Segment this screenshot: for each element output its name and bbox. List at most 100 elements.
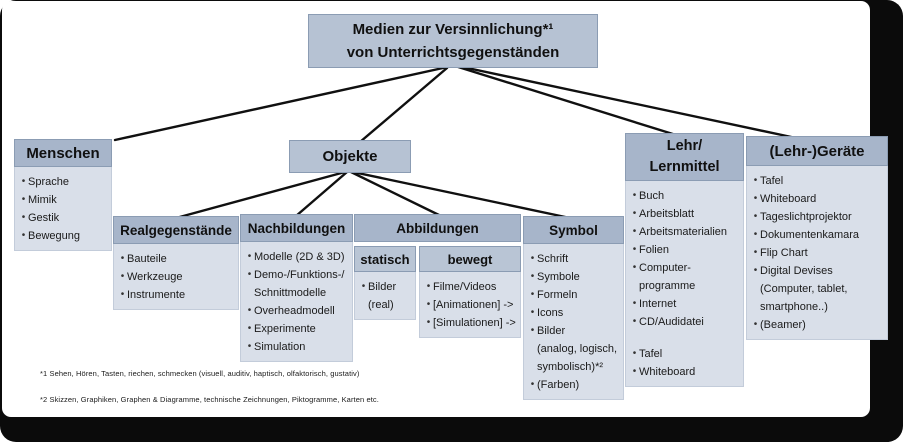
bullet-icon: •: [247, 341, 252, 352]
item-label: Symbole: [537, 271, 580, 283]
bullet-icon: •: [753, 265, 758, 276]
item-label: [Simulationen] ->: [433, 317, 516, 329]
list-item: •Tafel: [630, 345, 741, 363]
node-lehr-geraete: (Lehr-)Geräte •Tafel•Whiteboard•Tageslic…: [746, 136, 888, 340]
list-item: •Simulation: [245, 338, 350, 356]
list-item: •Modelle (2D & 3D): [245, 248, 350, 266]
item-label: Modelle (2D & 3D): [254, 251, 345, 263]
item-label: Overheadmodell: [254, 305, 335, 317]
list-item: •Flip Chart: [751, 244, 885, 262]
bullet-icon: •: [530, 253, 535, 264]
item-label: Tageslichtprojektor: [760, 211, 852, 223]
bullet-icon: •: [247, 251, 252, 262]
item-label: Bewegung: [28, 230, 80, 242]
list-item: (Computer, tablet,: [751, 280, 885, 298]
list-item: •Internet: [630, 295, 741, 313]
node-realgegenstaende: Realgegenstände •Bauteile•Werkzeuge•Inst…: [113, 216, 239, 310]
list-item: •Sprache: [19, 173, 109, 191]
bullet-icon: •: [530, 379, 535, 390]
item-label: Schrift: [537, 253, 569, 265]
list-item: •[Simulationen] ->: [424, 314, 518, 332]
list-item: •Schrift: [528, 250, 621, 268]
item-label: Bilder: [368, 281, 397, 293]
item-label: Tafel: [760, 175, 784, 187]
list-item: (analog, logisch,: [528, 340, 621, 358]
bullet-icon: •: [753, 175, 758, 186]
list-item: smartphone..): [751, 298, 885, 316]
item-label: Arbeitsmaterialien: [639, 226, 728, 238]
item-label: (analog, logisch,: [537, 343, 618, 355]
item-label: Dokumentenkamara: [760, 229, 860, 241]
list-item: Schnittmodelle: [245, 284, 350, 302]
bullet-icon: •: [632, 316, 637, 327]
bullet-icon: •: [632, 190, 637, 201]
bullet-icon: •: [426, 317, 431, 328]
node-menschen-header: Menschen: [14, 139, 112, 167]
list-item: •Overheadmodell: [245, 302, 350, 320]
bullet-icon: •: [753, 193, 758, 204]
bullet-icon: •: [632, 366, 637, 377]
node-statisch: statisch •Bilder(real): [354, 246, 416, 320]
bullet-icon: •: [21, 176, 26, 187]
list-item: •Formeln: [528, 286, 621, 304]
item-label: Filme/Videos: [433, 281, 497, 293]
node-menschen: Menschen •Sprache•Mimik•Gestik•Bewegung: [14, 139, 112, 251]
node-nachbildungen-header: Nachbildungen: [240, 214, 353, 242]
item-label: [Animationen] ->: [433, 299, 514, 311]
list-item: •Bilder: [528, 322, 621, 340]
bullet-icon: [359, 296, 368, 314]
item-label: Sprache: [28, 176, 69, 188]
node-lehr-lernmittel: Lehr/ Lernmittel •Buch•Arbeitsblatt•Arbe…: [625, 133, 744, 387]
bullet-icon: [751, 280, 760, 298]
node-objekte-header: Objekte: [289, 140, 411, 173]
bullet-icon: •: [753, 247, 758, 258]
item-label: Experimente: [254, 323, 316, 335]
bullet-icon: •: [632, 226, 637, 237]
bullet-icon: •: [753, 211, 758, 222]
node-realgegenstaende-header: Realgegenstände: [113, 216, 239, 244]
bullet-icon: •: [632, 298, 637, 309]
list-item: •Mimik: [19, 191, 109, 209]
footnote-2: *2 Skizzen, Graphiken, Graphen & Diagram…: [40, 395, 379, 404]
node-symbol-header: Symbol: [523, 216, 624, 244]
bullet-icon: •: [426, 281, 431, 292]
node-objekte: Objekte: [289, 140, 411, 173]
item-label: smartphone..): [760, 301, 828, 313]
item-label: Instrumente: [127, 289, 186, 301]
bullet-icon: •: [120, 253, 125, 264]
list-item: •Gestik: [19, 209, 109, 227]
list-item: •Bauteile: [118, 250, 236, 268]
list-item: •Bewegung: [19, 227, 109, 245]
list-item: •Instrumente: [118, 286, 236, 304]
item-label: (Beamer): [760, 319, 806, 331]
list-item: •Dokumentenkamara: [751, 226, 885, 244]
item-label: Digital Devises: [760, 265, 833, 277]
list-item: programme: [630, 277, 741, 295]
list-item: •(Farben): [528, 376, 621, 394]
list-item: •Filme/Videos: [424, 278, 518, 296]
node-nachbildungen-list: •Modelle (2D & 3D)•Demo-/Funktions-/Schn…: [240, 242, 353, 362]
node-nachbildungen: Nachbildungen •Modelle (2D & 3D)•Demo-/F…: [240, 214, 353, 362]
list-item: •Digital Devises: [751, 262, 885, 280]
bullet-icon: •: [530, 325, 535, 336]
bullet-icon: [528, 358, 537, 376]
node-root: Medien zur Versinnlichung*¹ von Unterric…: [308, 14, 598, 68]
item-label: Folien: [639, 244, 669, 256]
list-item: •Demo-/Funktions-/: [245, 266, 350, 284]
node-menschen-list: •Sprache•Mimik•Gestik•Bewegung: [14, 167, 112, 251]
list-item: •Tageslichtprojektor: [751, 208, 885, 226]
bullet-icon: [528, 340, 537, 358]
item-label: Bilder: [537, 325, 566, 337]
node-lehr-lernmittel-list: •Buch•Arbeitsblatt•Arbeitsmaterialien•Fo…: [625, 181, 744, 387]
item-label: Tafel: [639, 348, 663, 360]
node-lehr-geraete-list: •Tafel•Whiteboard•Tageslichtprojektor•Do…: [746, 166, 888, 340]
item-label: (real): [368, 299, 394, 311]
item-label: symbolisch)*²: [537, 361, 604, 373]
bullet-icon: •: [632, 244, 637, 255]
diagram-title: Medien zur Versinnlichung*¹ von Unterric…: [308, 14, 598, 68]
item-label: Formeln: [537, 289, 578, 301]
node-symbol: Symbol •Schrift•Symbole•Formeln•Icons•Bi…: [523, 216, 624, 400]
list-item: •Computer-: [630, 259, 741, 277]
list-item: •Buch: [630, 187, 741, 205]
